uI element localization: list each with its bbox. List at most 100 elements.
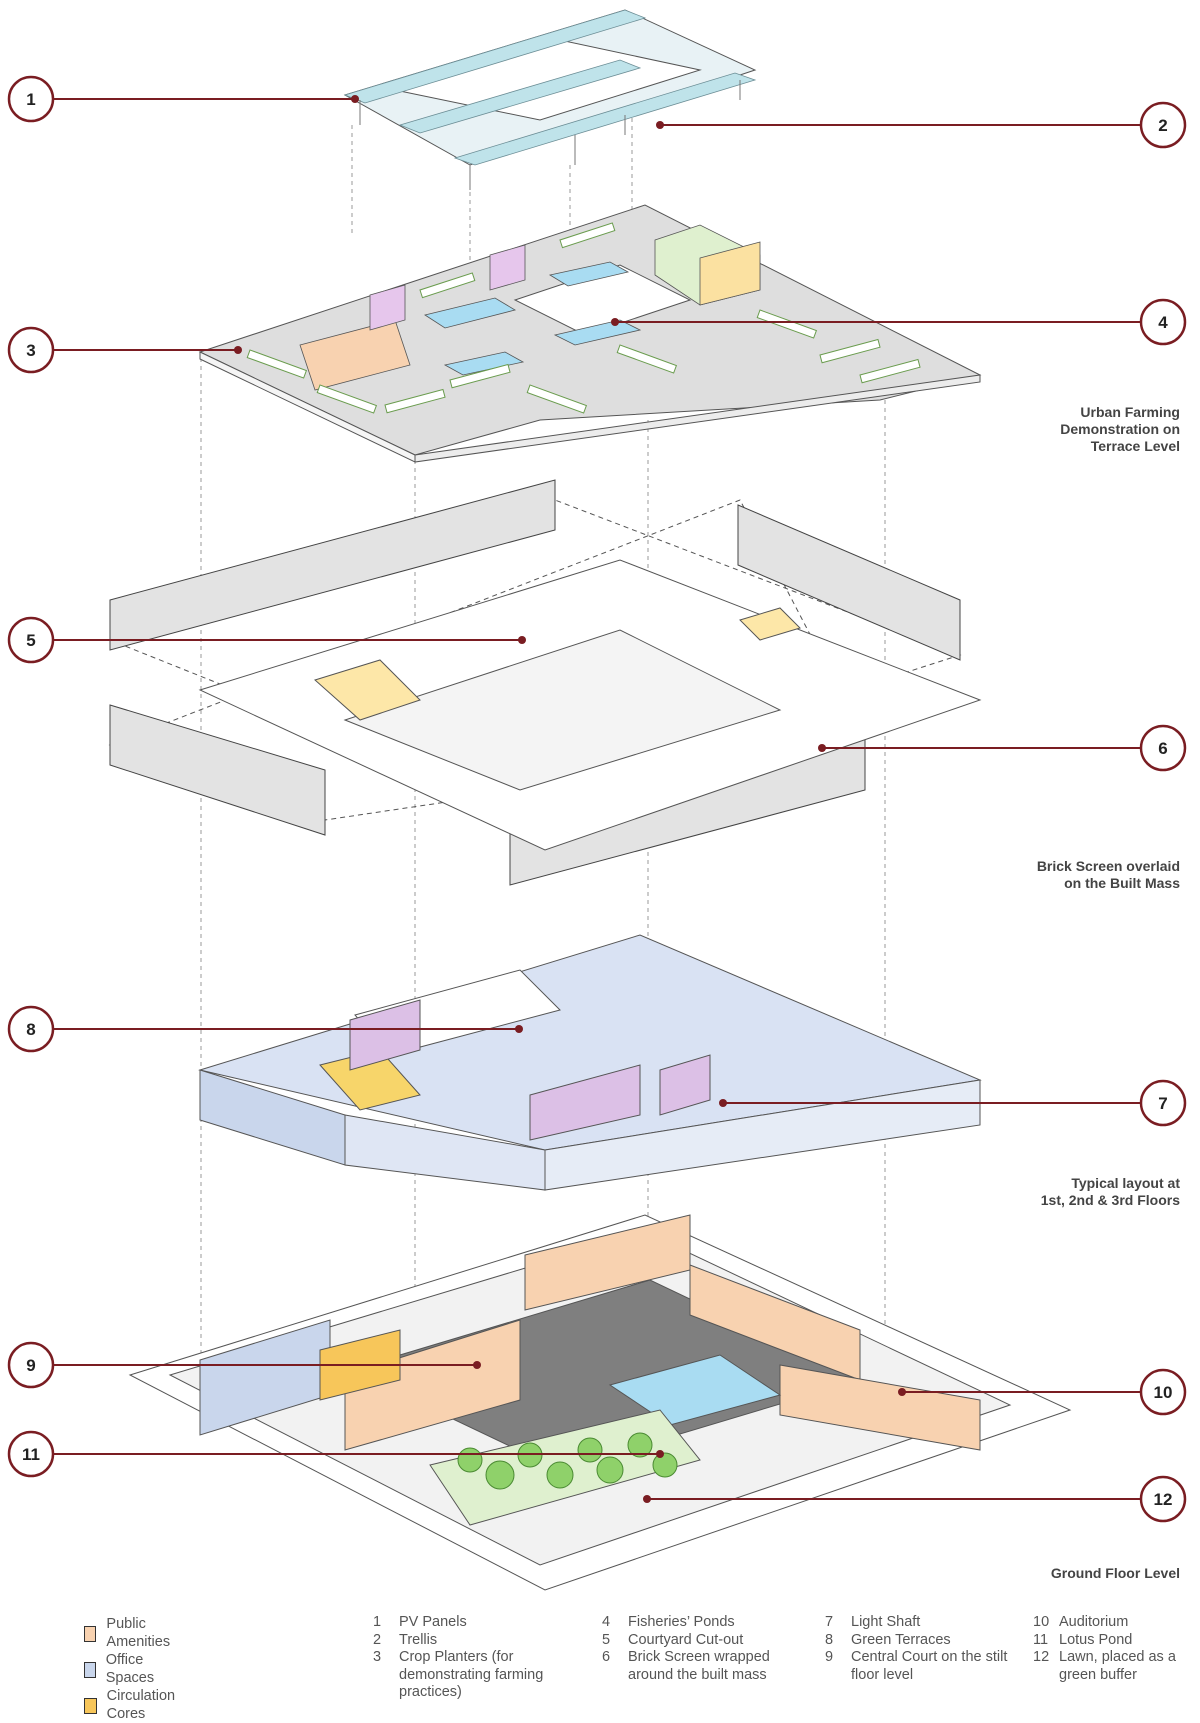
brick-screen-level xyxy=(108,479,982,886)
legend-label: Office Spaces xyxy=(105,1652,155,1686)
key-text: Trellis xyxy=(399,1631,438,1648)
key-item: 9 Central Court on the stilt floor level xyxy=(825,1649,1011,1684)
legend-item-circulation-cores: Circulation Cores xyxy=(84,1688,181,1723)
legend-swatch xyxy=(84,1625,97,1642)
level-label-terrace: Urban Farming Demonstration on Terrace L… xyxy=(1060,404,1180,454)
level-label-brick-screen: Brick Screen overlaid on the Built Mass xyxy=(1036,858,1180,891)
level-label-ground-floor: Ground Floor Level xyxy=(1050,1565,1180,1581)
callout-anchor-dot xyxy=(351,95,359,103)
callout-2: 2 xyxy=(656,101,1187,149)
callout-circle xyxy=(1139,1079,1187,1127)
key-item: 3 Crop Planters (for demonstrating farmin… xyxy=(373,1649,559,1702)
callout-12: 12 xyxy=(643,1475,1187,1523)
key-text: Green Terraces xyxy=(851,1631,951,1648)
key-number: 11 xyxy=(1033,1631,1049,1648)
fisheries-ponds xyxy=(424,261,642,376)
callout-3: 3 xyxy=(7,326,242,374)
key-text: Light Shaft xyxy=(851,1614,921,1630)
key-item: 1 PV Panels xyxy=(373,1614,559,1632)
callout-anchor-dot xyxy=(818,744,826,752)
key-number: 2 xyxy=(373,1631,382,1648)
callout-number: 10 xyxy=(1154,1383,1173,1402)
pv-panels xyxy=(343,9,757,166)
callout-number: 7 xyxy=(1158,1094,1167,1113)
key-text: Auditorium xyxy=(1059,1614,1129,1630)
key-number: 7 xyxy=(825,1614,834,1630)
built-mass-walls xyxy=(198,559,982,851)
key-column-1: 1 PV Panels 2 Trellis 3 Crop Planters (for … xyxy=(373,1614,559,1702)
key-number: 9 xyxy=(825,1649,834,1665)
callout-anchor-dot xyxy=(719,1099,727,1107)
callout-number: 1 xyxy=(26,90,35,109)
legend-label: Circulation Cores xyxy=(106,1688,176,1722)
callout-number: 2 xyxy=(1158,116,1167,135)
callout-anchor-dot xyxy=(898,1388,906,1396)
key-number: 12 xyxy=(1033,1649,1050,1665)
callout-10: 10 xyxy=(898,1368,1187,1416)
key-text: Lawn, placed as a green buffer xyxy=(1059,1649,1176,1683)
ground-floor-level xyxy=(128,1214,1072,1591)
legend-item-public-amenities: Public Amenities xyxy=(84,1616,176,1651)
callout-1: 1 xyxy=(7,75,359,123)
callout-number: 9 xyxy=(26,1356,35,1375)
callout-circle xyxy=(7,326,55,374)
crop-planters xyxy=(246,222,921,414)
key-number: 6 xyxy=(602,1649,611,1665)
callout-11: 11 xyxy=(7,1430,664,1478)
key-text: Courtyard Cut-out xyxy=(628,1631,744,1648)
callout-5: 5 xyxy=(7,616,526,664)
key-item: 7 Light Shaft xyxy=(825,1614,1011,1632)
callout-number: 4 xyxy=(1158,313,1168,332)
key-number: 5 xyxy=(602,1631,611,1648)
key-item: 2 Trellis xyxy=(373,1632,559,1650)
callout-anchor-dot xyxy=(518,636,526,644)
callout-8: 8 xyxy=(7,1005,523,1053)
terrace-level xyxy=(198,204,982,463)
key-column-2: 4 Fisheries’ Ponds 5 Courtyard Cut-out 6 Br… xyxy=(602,1614,788,1684)
callout-circle xyxy=(1139,724,1187,772)
key-column-3: 7 Light Shaft 8 Green Terraces 9 Central Co… xyxy=(825,1614,1011,1684)
callout-6: 6 xyxy=(818,724,1187,772)
callout-circle xyxy=(1139,1475,1187,1523)
callout-7: 7 xyxy=(719,1079,1187,1127)
callout-circle xyxy=(1139,298,1187,346)
callout-circle xyxy=(7,1005,55,1053)
key-text: PV Panels xyxy=(399,1614,467,1630)
typical-floor-level xyxy=(198,934,982,1191)
callout-number: 6 xyxy=(1158,739,1167,758)
callout-anchor-dot xyxy=(611,318,619,326)
callout-anchor-dot xyxy=(643,1495,651,1503)
callout-circle xyxy=(7,616,55,664)
level-label-typical-floor: Typical layout at 1st, 2nd & 3rd Floors xyxy=(1040,1175,1180,1208)
key-item: 4 Fisheries’ Ponds xyxy=(602,1614,788,1632)
pv-roof-trellis-layer xyxy=(343,9,757,190)
key-number: 10 xyxy=(1033,1614,1050,1630)
key-text: Fisheries’ Ponds xyxy=(628,1614,735,1630)
callout-4: 4 xyxy=(611,298,1187,346)
key-item: 5 Courtyard Cut-out xyxy=(602,1632,788,1650)
callout-circle xyxy=(1139,1368,1187,1416)
key-text: Central Court on the stilt floor level xyxy=(851,1649,1008,1683)
legend-label: Public Amenities xyxy=(106,1616,171,1650)
legend-item-office-spaces: Office Spaces xyxy=(84,1652,160,1687)
key-number: 1 xyxy=(373,1614,382,1630)
legend-swatch xyxy=(84,1697,97,1714)
key-number: 4 xyxy=(602,1614,611,1630)
callout-circle xyxy=(7,1341,55,1389)
callout-circle xyxy=(7,1430,55,1478)
key-number: 8 xyxy=(825,1631,834,1648)
callout-number: 12 xyxy=(1154,1490,1173,1509)
callout-anchor-dot xyxy=(515,1025,523,1033)
callout-number: 3 xyxy=(26,341,35,360)
key-item: 12 Lawn, placed as a green buffer xyxy=(1033,1649,1194,1684)
callout-anchor-dot xyxy=(473,1361,481,1369)
key-number: 3 xyxy=(373,1649,382,1665)
callout-anchor-dot xyxy=(656,121,664,129)
key-text: Brick Screen wrapped around the built ma… xyxy=(628,1649,770,1683)
legend-swatch xyxy=(84,1661,96,1678)
key-item: 6 Brick Screen wrapped around the built m… xyxy=(602,1649,788,1684)
key-item: 8 Green Terraces xyxy=(825,1632,1011,1650)
key-text: Crop Planters (for demonstrating farming… xyxy=(399,1649,544,1700)
